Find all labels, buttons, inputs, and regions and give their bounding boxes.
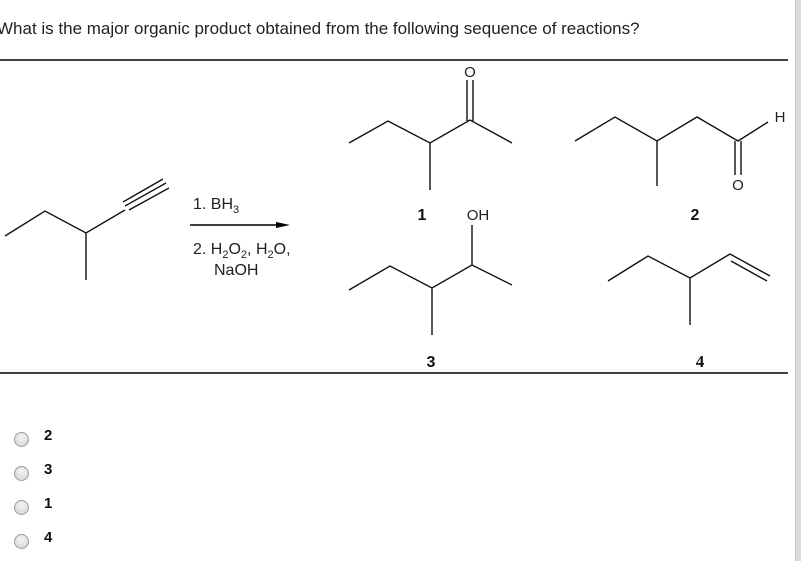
- answer-option-4[interactable]: 4: [14, 520, 52, 554]
- reagent-step2: 2. H2O2, H2O,: [193, 241, 291, 261]
- question-text: What is the major organic product obtain…: [0, 19, 640, 38]
- reaction-figure: 1. BH3 2. H2O2, H2O, NaOH O 1 H O 2 OH: [0, 59, 788, 374]
- product-3-hydroxyl: OH: [467, 207, 490, 224]
- product-2-oxygen: O: [732, 177, 744, 194]
- answer-options: 2 3 1 4: [14, 418, 52, 554]
- reaction-arrow: [190, 222, 290, 228]
- radio-button[interactable]: [14, 499, 29, 515]
- product-1-ketone: [348, 80, 513, 190]
- radio-button[interactable]: [14, 465, 29, 481]
- product-1-label: 1: [418, 207, 427, 224]
- answer-option-2[interactable]: 2: [14, 418, 52, 452]
- answer-option-label: 4: [44, 528, 53, 546]
- radio-button[interactable]: [14, 431, 29, 447]
- answer-option-label: 3: [44, 460, 53, 478]
- answer-option-label: 2: [44, 426, 53, 444]
- product-4-label: 4: [696, 352, 705, 371]
- window-edge-scrollbar[interactable]: [795, 0, 801, 561]
- product-1-oxygen: O: [464, 64, 476, 81]
- starting-alkyne: [4, 178, 170, 280]
- reagent-step3: NaOH: [214, 262, 258, 279]
- product-2-label: 2: [691, 207, 700, 224]
- product-4-alkene: [607, 253, 771, 325]
- product-3-alcohol: [348, 225, 513, 335]
- radio-button[interactable]: [14, 533, 29, 549]
- product-2-aldehyde: [574, 116, 769, 186]
- answer-option-3[interactable]: 3: [14, 452, 52, 486]
- product-3-label: 3: [427, 354, 436, 371]
- product-2-hydrogen: H: [775, 109, 786, 126]
- reagent-step1: 1. BH3: [193, 196, 239, 216]
- answer-option-label: 1: [44, 494, 53, 512]
- answer-option-1[interactable]: 1: [14, 486, 52, 520]
